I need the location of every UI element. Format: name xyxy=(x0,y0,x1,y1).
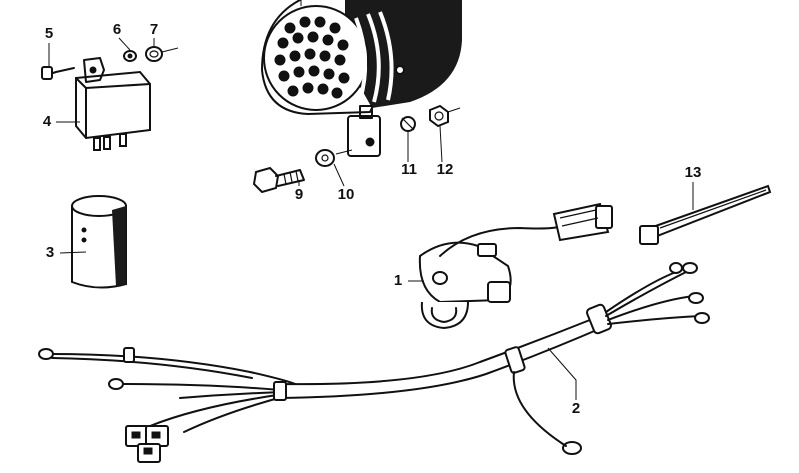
callout-13: 13 xyxy=(685,164,702,181)
callout-2: 2 xyxy=(572,400,580,417)
horn xyxy=(261,0,462,157)
callout-1: 1 xyxy=(394,272,402,289)
callout-6: 6 xyxy=(113,21,121,38)
sleeve xyxy=(71,195,127,289)
leader-lines xyxy=(48,0,694,400)
lock-washer-11 xyxy=(400,116,416,132)
ring-terminals xyxy=(38,262,710,455)
callout-numbers: 1 2 3 4 5 6 7 9 10 11 12 13 xyxy=(43,21,702,417)
relay xyxy=(75,57,151,151)
plug-connector xyxy=(125,425,169,463)
horn-slots xyxy=(354,11,394,103)
callout-10: 10 xyxy=(338,186,355,203)
washer-6 xyxy=(123,50,137,62)
callout-7: 7 xyxy=(150,21,158,38)
wiring-harness xyxy=(38,262,710,463)
washer-10 xyxy=(315,149,353,167)
nut-7 xyxy=(145,46,179,62)
callout-5: 5 xyxy=(45,25,53,42)
callout-9: 9 xyxy=(295,186,303,203)
callout-3: 3 xyxy=(46,244,54,261)
hex-bolt-9 xyxy=(252,166,305,194)
handlebar-switch xyxy=(418,202,613,330)
relay-screw xyxy=(41,66,75,80)
callout-4: 4 xyxy=(43,113,52,130)
cable-tie xyxy=(639,184,772,245)
nut-12 xyxy=(429,104,461,128)
horn-grille xyxy=(274,16,350,99)
callout-11: 11 xyxy=(401,161,417,178)
callout-12: 12 xyxy=(437,161,454,178)
